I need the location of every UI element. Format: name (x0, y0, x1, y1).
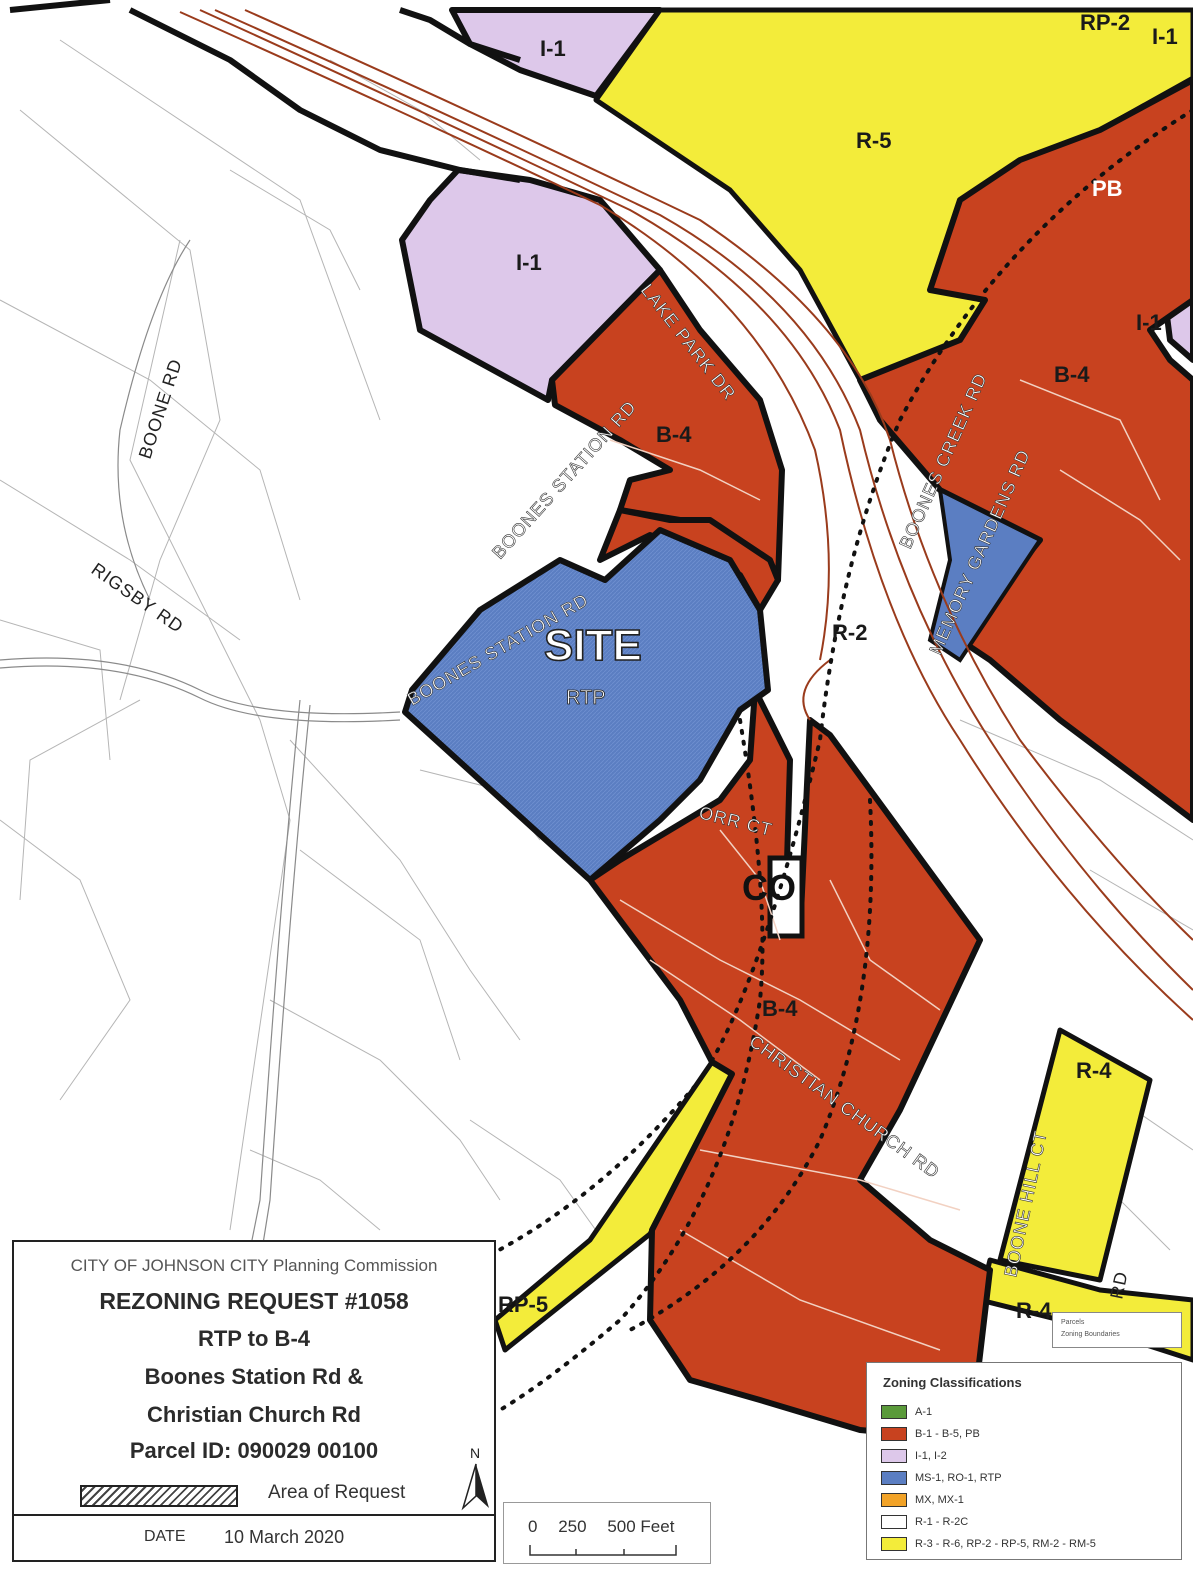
road-lines (0, 239, 401, 1251)
label-i1-top: I-1 (540, 36, 566, 61)
zone-labels: I-1 RP-2 I-1 R-5 PB I-1 I-1 B-4 B-4 SITE… (498, 10, 1178, 1323)
label-rtp: RTP (566, 687, 606, 709)
scale-label-250: 250 (558, 1517, 587, 1536)
legend-swatch-r1 (881, 1515, 907, 1529)
legend-swatch-mixed (881, 1493, 907, 1507)
site-area-of-request (402, 527, 771, 883)
scale-labels: 0 250 500 Feet (528, 1517, 690, 1537)
scale-ticks (529, 1545, 677, 1556)
title-block: CITY OF JOHNSON CITY Planning Commission… (12, 1240, 496, 1562)
mini-legend-zoning-boundary: Zoning Boundaries (1061, 1331, 1120, 1338)
label-b4-upper: B-4 (656, 422, 692, 447)
label-rp2: RP-2 (1080, 10, 1130, 35)
legend-item-r1: R-1 - R-2C (881, 1515, 968, 1531)
label-i1-right: I-1 (1136, 310, 1162, 335)
label-r4-right: R-4 (1076, 1058, 1112, 1083)
zone-rtp-parcel (927, 486, 1043, 663)
date-value: 10 March 2020 (224, 1527, 345, 1547)
legend-item-industrial: I-1, I-2 (881, 1449, 947, 1465)
area-of-request-swatch (80, 1485, 238, 1507)
legend-item-business: B-1 - B-5, PB (881, 1427, 980, 1443)
corridor-boundary (9, 0, 521, 183)
legend-swatch-office (881, 1471, 907, 1485)
label-rp5: RP-5 (498, 1292, 548, 1317)
north-label: N (470, 1445, 480, 1461)
zone-co-strip (767, 855, 805, 939)
label-site: SITE (544, 621, 642, 670)
label-co: CO (742, 867, 796, 908)
label-r2: R-2 (832, 620, 867, 645)
area-of-request-label: Area of Request (268, 1482, 406, 1503)
label-b4-lower: B-4 (762, 996, 798, 1021)
label-i1-mid: I-1 (516, 250, 542, 275)
scale-bar: 0 250 500 Feet (503, 1502, 711, 1564)
zone-i1-parcels (399, 7, 1193, 403)
railroad-lines (179, 9, 1193, 1021)
dotted-alignments (478, 108, 1193, 1412)
scale-label-500: 500 Feet (607, 1517, 675, 1536)
zoning-change: RTP to B-4 (197, 1326, 311, 1351)
location-line-1: Boones Station Rd & (144, 1364, 364, 1389)
parcel-id: Parcel ID: 090029 00100 (129, 1438, 379, 1463)
zoning-legend: Zoning Classifications A-1 B-1 - B-5, PB… (866, 1362, 1182, 1560)
legend-swatch-a1 (881, 1405, 907, 1419)
inner-parcel-lines (609, 379, 1181, 1351)
legend-item-r3: R-3 - R-6, RP-2 - RP-5, RM-2 - RM-5 (881, 1537, 1096, 1553)
legend-item-mixed: MX, MX-1 (881, 1493, 964, 1509)
legend-swatch-r3 (881, 1537, 907, 1551)
label-r4-bottom: R-4 (1016, 1298, 1052, 1323)
agency-name: CITY OF JOHNSON CITY Planning Commission (70, 1256, 438, 1275)
date-label: DATE (144, 1528, 186, 1545)
legend-item-a1: A-1 (881, 1405, 932, 1421)
label-i1-corner: I-1 (1152, 24, 1178, 49)
label-b4-right: B-4 (1054, 362, 1090, 387)
scale-label-0: 0 (528, 1517, 538, 1536)
north-arrow-icon: N (461, 1445, 489, 1511)
legend-swatch-industrial (881, 1449, 907, 1463)
label-pb: PB (1092, 176, 1123, 201)
label-r5: R-5 (856, 128, 891, 153)
legend-swatch-business (881, 1427, 907, 1441)
mini-legend: Parcels Zoning Boundaries (1052, 1312, 1182, 1348)
legend-item-office: MS-1, RO-1, RTP (881, 1471, 1002, 1487)
request-title: REZONING REQUEST #1058 (99, 1288, 409, 1314)
location-line-2: Christian Church Rd (147, 1402, 361, 1427)
zone-business-parcels (549, 77, 1193, 1443)
legend-title: Zoning Classifications (883, 1375, 1022, 1390)
mini-legend-parcels: Parcels (1061, 1319, 1085, 1326)
date-row: DATE 10 March 2020 (14, 1514, 494, 1560)
